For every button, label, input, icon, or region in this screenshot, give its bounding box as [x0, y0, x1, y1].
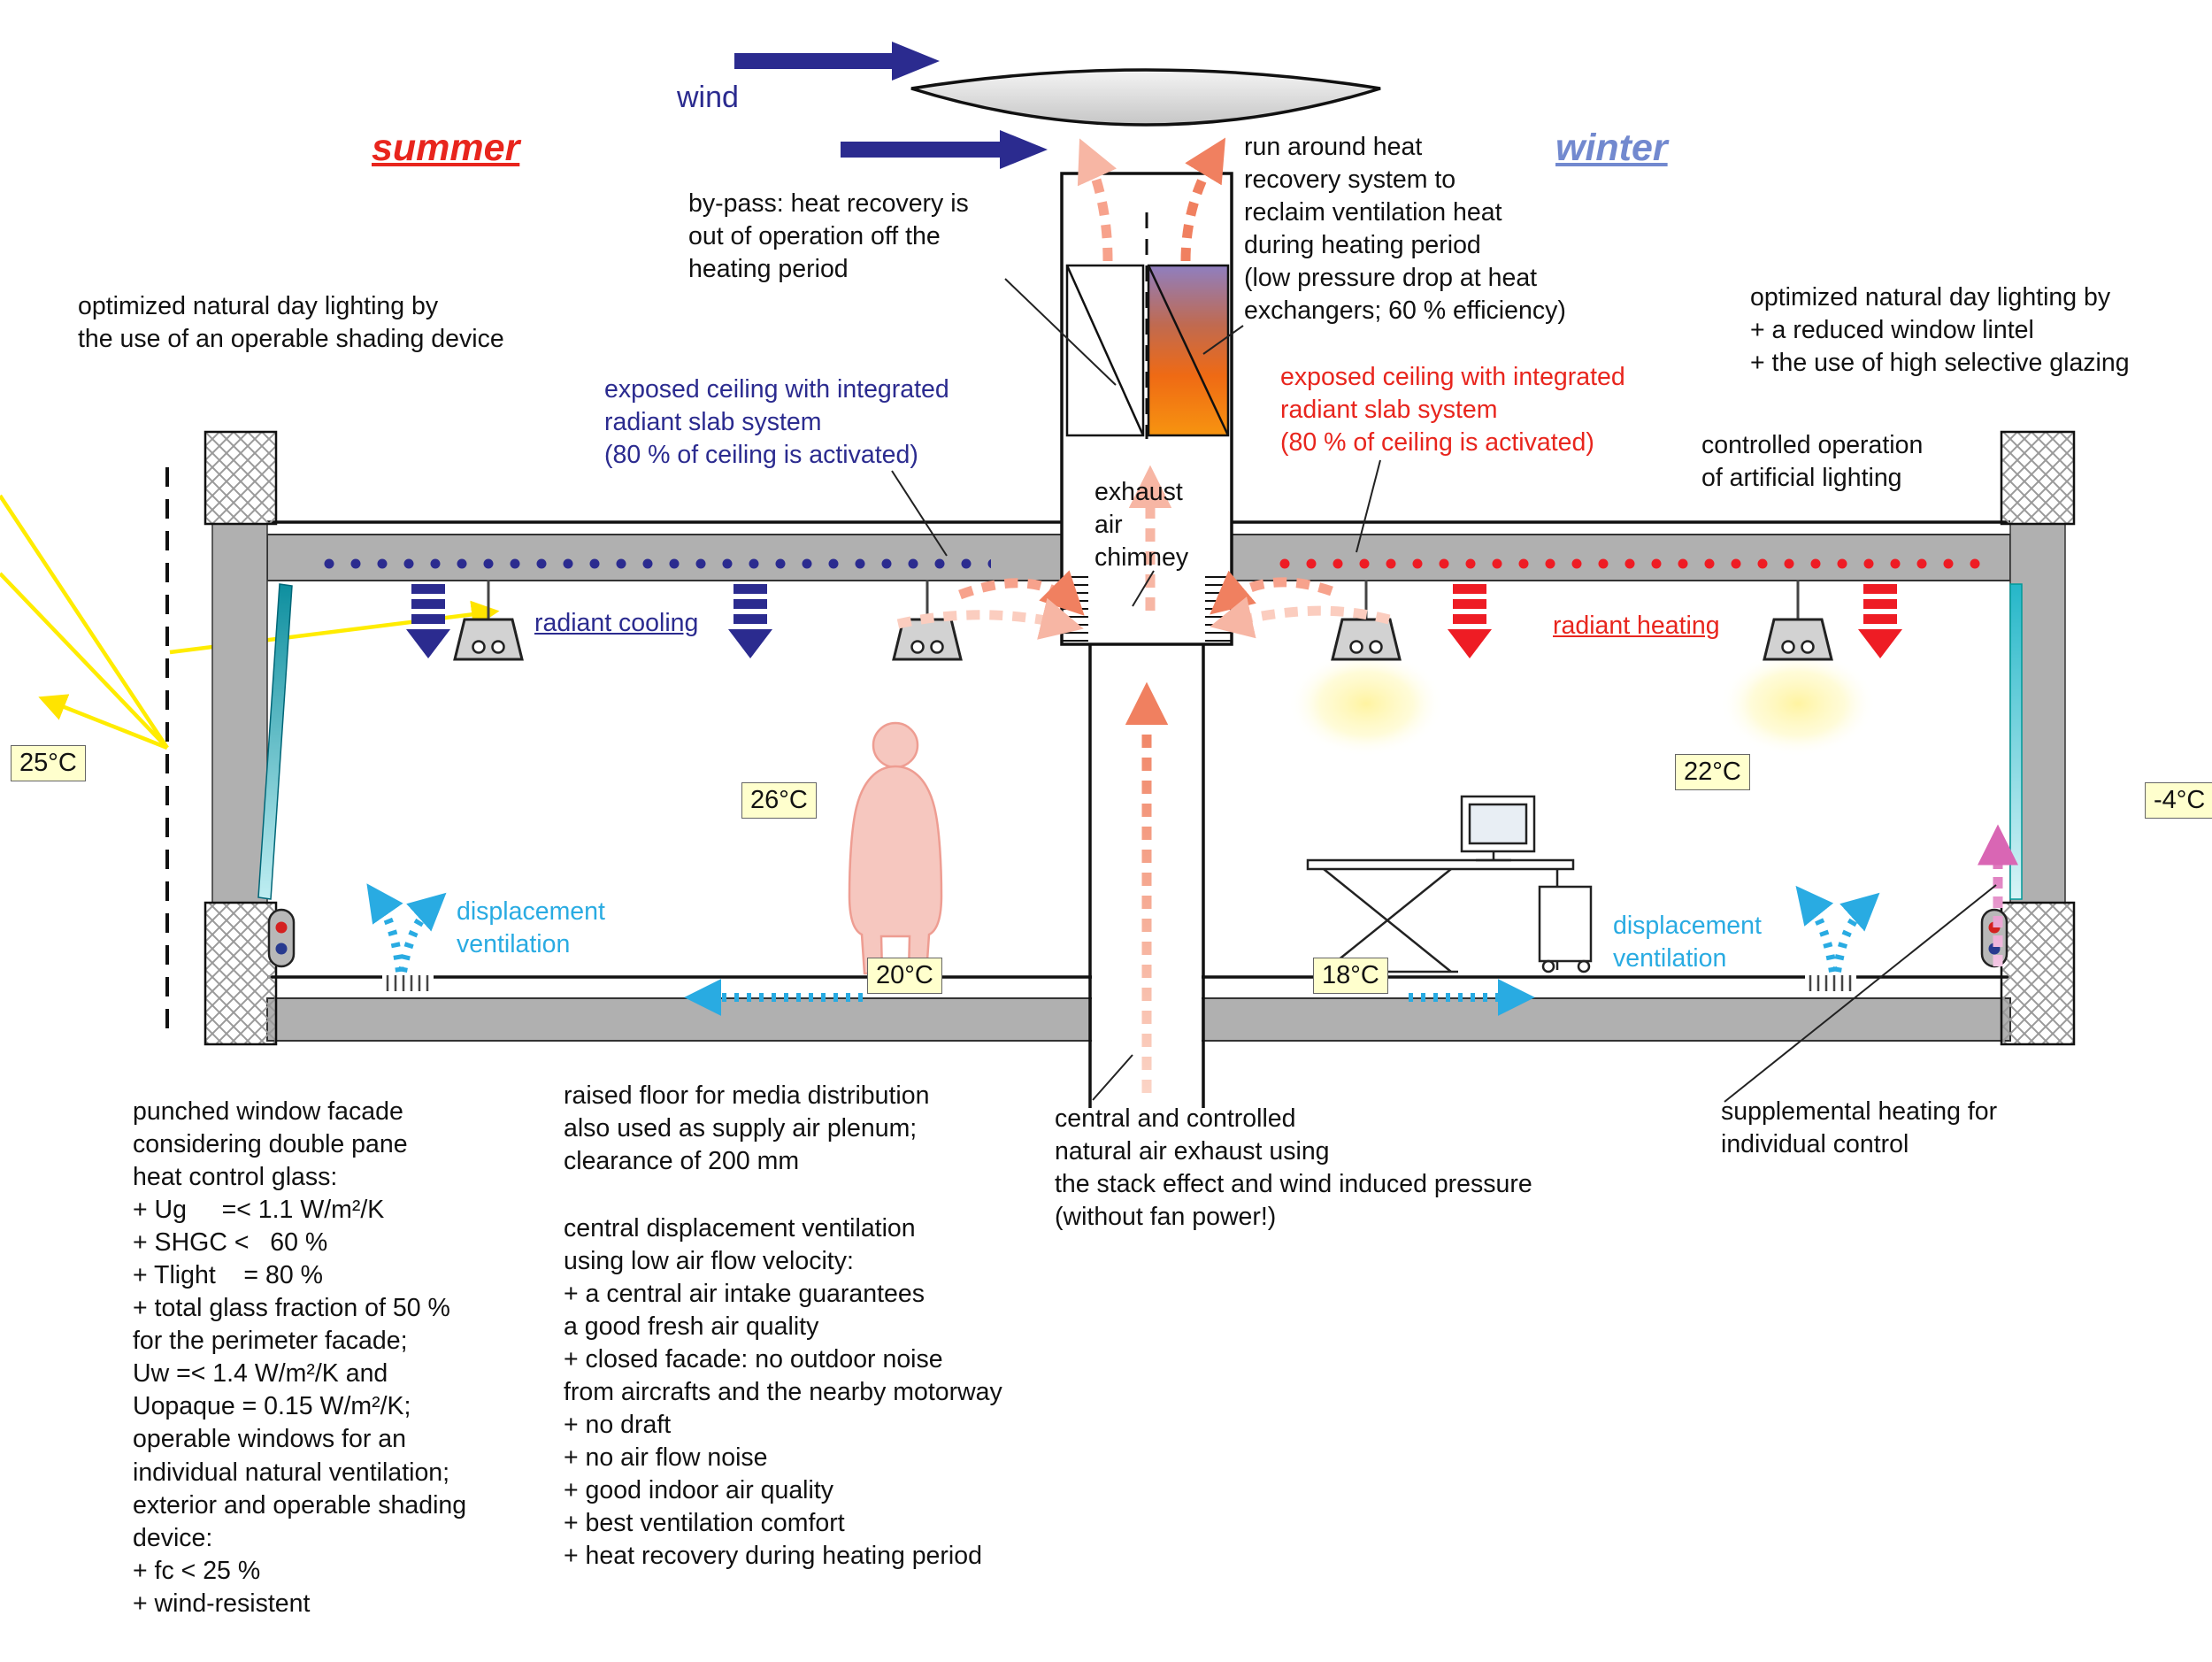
right-wall-insulation-bottom: [2000, 901, 2076, 1046]
temp-supply-winter: 18°C: [1313, 958, 1388, 994]
label-exposed-ceiling-summer: exposed ceiling with integrated radiant …: [604, 375, 949, 470]
lamp-glow: [1288, 650, 1444, 757]
left-wall: [211, 523, 268, 904]
label-central-displacement: central displacement ventilation using l…: [564, 1214, 1002, 1571]
label-exhaust-air-chimney: exhaust air chimney: [1094, 478, 1189, 573]
label-supplemental-heating: supplemental heating for individual cont…: [1721, 1097, 1998, 1159]
temp-outdoor-summer: 25°C: [11, 745, 86, 781]
wind-label: wind: [677, 81, 739, 114]
window-summer: [257, 583, 293, 900]
displacement-ventilation-arrows: [366, 883, 1880, 1016]
right-wall-insulation-top: [2000, 430, 2076, 526]
lamp-glow: [1720, 650, 1876, 757]
temp-supply-summer: 20°C: [867, 958, 942, 994]
exhaust-air-chimney-box: [1060, 172, 1233, 646]
label-displacement-summer: displacement ventilation: [457, 897, 605, 959]
left-wall-insulation-top: [204, 430, 278, 526]
season-label-summer: summer: [372, 127, 520, 169]
heat-exchanger: [1065, 264, 1230, 437]
label-displacement-winter: displacement ventilation: [1613, 912, 1762, 973]
label-radiant-heating: radiant heating: [1553, 612, 1720, 640]
label-bypass: by-pass: heat recovery is out of operati…: [688, 189, 969, 284]
person-figure: [848, 721, 943, 975]
label-radiant-cooling: radiant cooling: [534, 609, 699, 637]
radiant-slab-dots-summer: [319, 546, 991, 569]
label-daylighting-winter: optimized natural day lighting by + a re…: [1750, 283, 2130, 378]
temp-room-summer: 26°C: [741, 782, 817, 819]
floor-outlet-summer: [382, 973, 434, 991]
temp-outdoor-winter: -4°C: [2145, 782, 2212, 819]
temp-room-winter: 22°C: [1675, 754, 1750, 790]
floor-outlet-winter: [1805, 973, 1856, 991]
label-punched-window-facade: punched window facade considering double…: [133, 1097, 467, 1618]
chimney-cap: [910, 68, 1381, 127]
label-central-exhaust: central and controlled natural air exhau…: [1055, 1104, 1532, 1232]
season-label-winter: winter: [1555, 127, 1668, 169]
radiant-slab-dots-winter: [1274, 546, 1996, 569]
desk-with-computer: [1306, 795, 1593, 973]
label-raised-floor: raised floor for media distribution also…: [564, 1081, 930, 1176]
label-run-around-heat-recovery: run around heat recovery system to recla…: [1244, 133, 1566, 326]
window-winter: [2009, 583, 2023, 900]
connector-lines: [891, 278, 1997, 1103]
exhaust-air-flow-arrows: [896, 137, 1391, 1093]
wind-arrows: [734, 42, 1048, 169]
label-exposed-ceiling-winter: exposed ceiling with integrated radiant …: [1280, 363, 1625, 458]
left-wall-insulation-bottom: [204, 901, 278, 1046]
label-artificial-lighting: controlled operation of artificial light…: [1701, 431, 1924, 493]
facade-radiator-summer: [267, 908, 296, 968]
label-daylighting-summer: optimized natural day lighting by the us…: [78, 292, 504, 354]
